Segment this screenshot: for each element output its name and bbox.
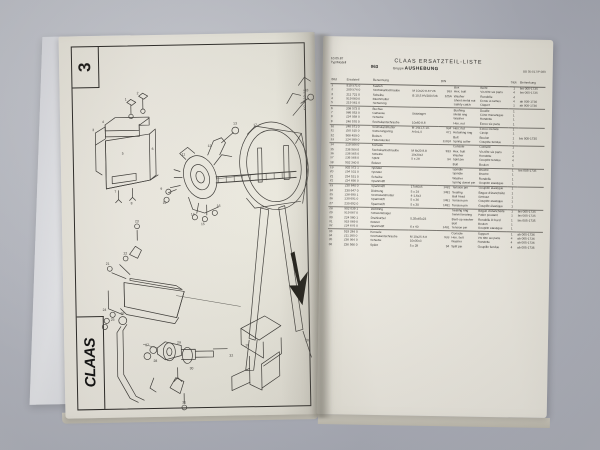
parts-table: Bild Ersatzteil Benennung DIN Stck Bemer… [327, 77, 546, 250]
right-page: 10.05.87 Typ/Modell 063 CLAAS ERSATZTEIL… [316, 36, 554, 418]
sheet-header: 10.05.87 Typ/Modell 063 CLAAS ERSATZTEIL… [331, 56, 546, 82]
svg-text:4: 4 [102, 120, 104, 124]
svg-text:23: 23 [135, 219, 139, 223]
sheet-code: BB 054/17/P 089 [523, 69, 546, 74]
svg-text:32: 32 [229, 354, 233, 358]
left-page: 3 CLAAS [58, 32, 322, 419]
svg-text:24: 24 [103, 308, 107, 312]
row-designation-fr: Goupille fendue [477, 244, 500, 249]
svg-text:21: 21 [106, 262, 110, 266]
group-name: AUSHEBUNG [404, 64, 439, 71]
svg-text:1: 1 [125, 97, 127, 101]
book-gutter-shadow [310, 34, 332, 418]
svg-text:26: 26 [121, 312, 125, 316]
svg-text:10: 10 [163, 201, 167, 205]
svg-text:22: 22 [123, 251, 127, 255]
svg-text:19: 19 [245, 343, 249, 347]
svg-text:9: 9 [160, 187, 162, 191]
sheet-group: Gruppe AUSHEBUNG [393, 65, 439, 71]
svg-text:28: 28 [153, 359, 157, 363]
row-remark: ab 005-1736 [517, 245, 535, 250]
row-quantity: 4 [510, 245, 513, 249]
open-book: 3 CLAAS [58, 22, 554, 429]
svg-text:13: 13 [233, 121, 237, 125]
svg-text:18: 18 [305, 88, 309, 92]
svg-text:2: 2 [137, 91, 139, 95]
svg-text:15: 15 [201, 222, 205, 226]
svg-text:20: 20 [305, 338, 309, 342]
svg-text:25: 25 [111, 318, 115, 322]
group-label: Gruppe [392, 65, 404, 70]
svg-text:30: 30 [190, 366, 194, 370]
row-dimension: 5 x 28 [409, 243, 419, 248]
page-frame: 3 CLAAS [70, 42, 315, 411]
down-arrow-annotation [289, 251, 308, 306]
svg-text:5: 5 [122, 152, 124, 156]
parts-list-sheet: 10.05.87 Typ/Modell 063 CLAAS ERSATZTEIL… [325, 56, 546, 408]
svg-text:11: 11 [182, 152, 186, 156]
svg-text:27: 27 [145, 343, 149, 347]
row-designation-de: Splint [370, 243, 378, 247]
svg-text:6: 6 [152, 147, 154, 151]
row-din: 94 [445, 244, 450, 248]
svg-text:8: 8 [131, 201, 133, 205]
svg-text:29: 29 [177, 341, 181, 345]
svg-text:17: 17 [253, 123, 257, 127]
row-designation-en: Split pin [451, 244, 463, 249]
sheet-model-value: 063 [370, 63, 379, 69]
svg-text:16: 16 [217, 204, 221, 208]
svg-text:3: 3 [92, 128, 94, 132]
svg-text:14: 14 [191, 212, 195, 216]
svg-text:12: 12 [208, 144, 212, 148]
row-part-number: 236 566 0 [343, 242, 358, 247]
svg-text:31: 31 [182, 400, 186, 404]
svg-text:7: 7 [114, 190, 116, 194]
